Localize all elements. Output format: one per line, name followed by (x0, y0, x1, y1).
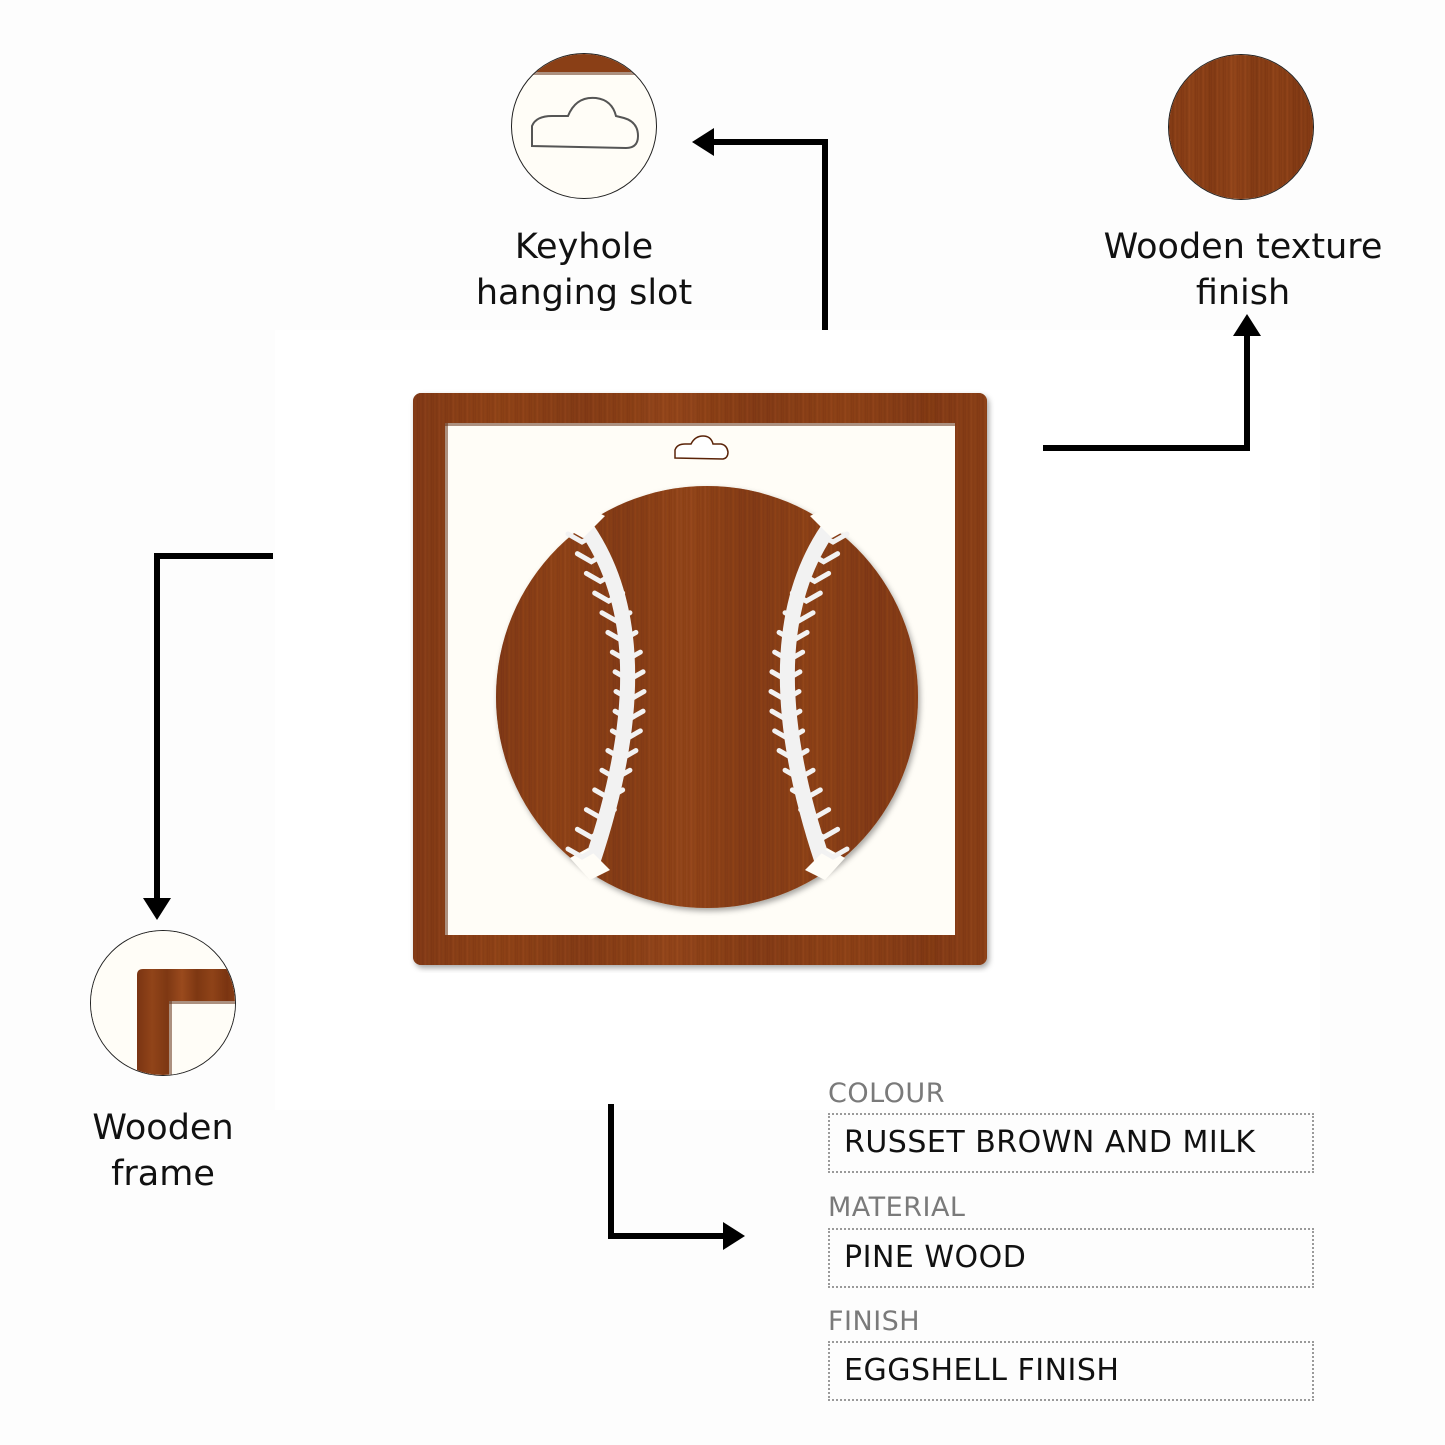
texture-label-line1: Wooden texture (1103, 227, 1383, 267)
keyhole-arrow (710, 139, 828, 330)
left-stitch (583, 570, 617, 585)
texture-arrow (1043, 332, 1250, 451)
left-stitch (605, 629, 639, 644)
wood-texture-swatch-icon (1168, 54, 1314, 200)
left-stitch (609, 728, 643, 742)
spec-colour-key: COLOUR (828, 1078, 945, 1109)
right-stitch (776, 629, 810, 644)
frame-callout-label: Wooden frame (48, 1105, 278, 1197)
right-stitch (807, 826, 841, 841)
right-stitch (798, 570, 832, 585)
right-stitch (798, 807, 832, 821)
right-stitch (816, 531, 850, 545)
frame-arrow (154, 553, 273, 900)
frame-label-line1: Wooden (92, 1108, 234, 1148)
specs-arrow (608, 1104, 725, 1239)
spec-colour-value: RUSSET BROWN AND MILK (828, 1113, 1314, 1173)
right-stitch (816, 846, 850, 860)
right-stitch (769, 669, 803, 683)
right-stitch (789, 590, 823, 604)
frame-label-line2: frame (111, 1154, 215, 1194)
keyhole-label-line2: hanging slot (475, 273, 693, 313)
keyhole-zoom-icon (511, 53, 657, 199)
right-stitch (807, 551, 841, 565)
right-stitch (782, 610, 816, 624)
spec-finish-value: EGGSHELL FINISH (828, 1341, 1314, 1401)
right-stitch (772, 728, 806, 742)
keyhole-callout-label: Keyhole hanging slot (434, 224, 734, 316)
right-stitch (789, 787, 823, 801)
left-stitch (612, 708, 646, 723)
spec-material-key: MATERIAL (828, 1192, 966, 1223)
left-stitch (612, 669, 646, 683)
left-stitch (574, 826, 608, 841)
left-stitch (599, 610, 633, 624)
keyhole-label-line1: Keyhole (514, 227, 654, 267)
keyhole-slot-icon (674, 435, 729, 460)
right-stitch (782, 767, 816, 782)
left-stitch (609, 649, 643, 664)
texture-label-line2: finish (1195, 273, 1291, 313)
frame-corner-zoom-icon (90, 930, 236, 1076)
left-stitch (592, 787, 626, 801)
left-stitch (583, 807, 617, 821)
baseball-frame-product (413, 393, 987, 965)
left-stitch (565, 846, 599, 860)
left-stitch (592, 590, 626, 604)
right-stitch (768, 689, 802, 703)
right-stitch (776, 748, 810, 762)
left-stitch (599, 767, 633, 782)
right-stitch (769, 708, 803, 723)
left-stitch (574, 551, 608, 565)
texture-callout-label: Wooden texture finish (1090, 224, 1396, 316)
left-stitch (605, 748, 639, 762)
left-stitch (613, 689, 647, 703)
left-stitch (565, 531, 599, 545)
spec-finish-key: FINISH (828, 1306, 921, 1337)
spec-material-value: PINE WOOD (828, 1228, 1314, 1288)
right-stitch (772, 649, 806, 664)
